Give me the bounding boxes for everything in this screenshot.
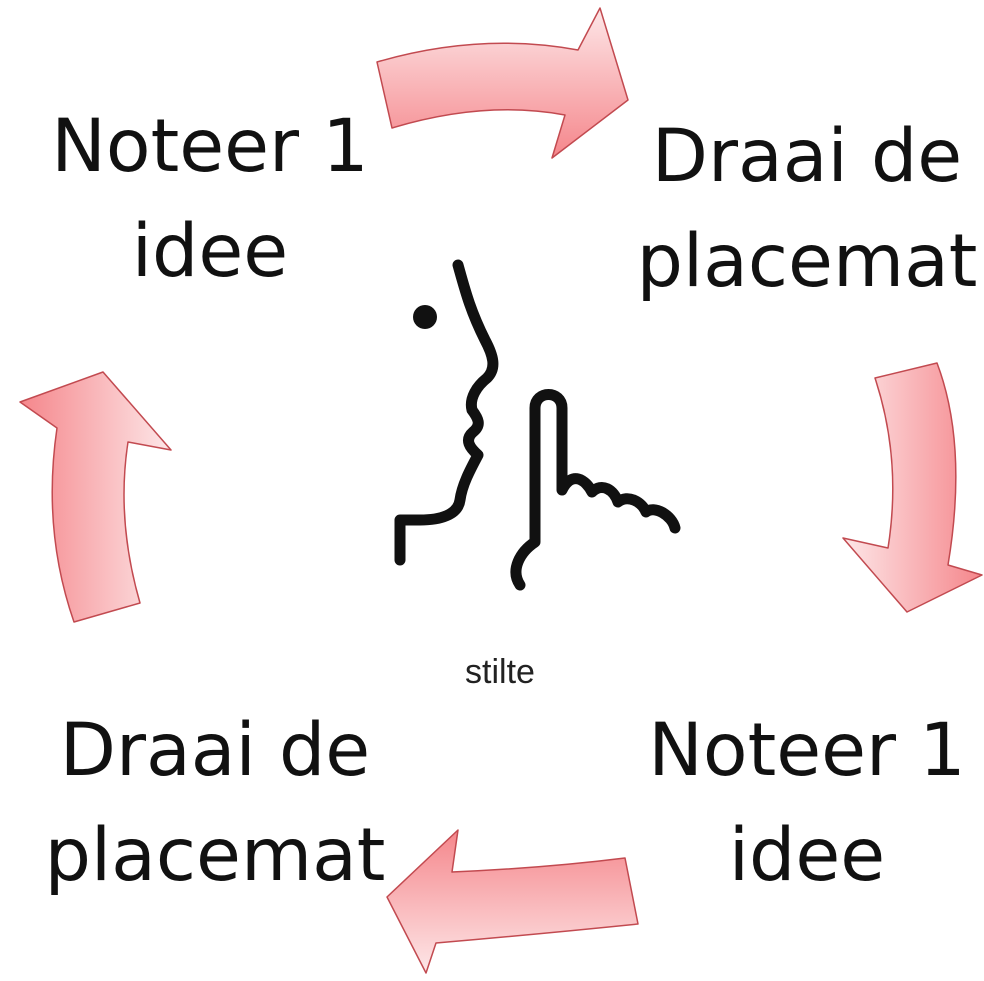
step-line: Draai de — [59, 708, 371, 793]
step-line: idee — [728, 813, 886, 898]
step-line: Draai de — [651, 114, 963, 199]
step-draai-placemat-top: Draai de placemat — [630, 104, 984, 314]
step-line: placemat — [636, 219, 978, 304]
arrow-left-up — [19, 371, 172, 623]
step-line: placemat — [44, 813, 386, 898]
step-line: idee — [131, 209, 289, 294]
icon-caption: stilte — [465, 653, 535, 691]
arrow-right-down — [842, 362, 983, 613]
step-noteer-idee-top: Noteer 1 idee — [40, 94, 380, 304]
arrow-bottom-left — [386, 829, 639, 974]
step-noteer-idee-bottom: Noteer 1 idee — [630, 698, 984, 908]
step-draai-placemat-bottom: Draai de placemat — [30, 698, 400, 908]
step-line: Noteer 1 — [648, 708, 966, 793]
silence-shush-icon — [394, 259, 681, 591]
step-line: Noteer 1 — [51, 104, 369, 189]
arrow-top-right — [376, 7, 629, 159]
